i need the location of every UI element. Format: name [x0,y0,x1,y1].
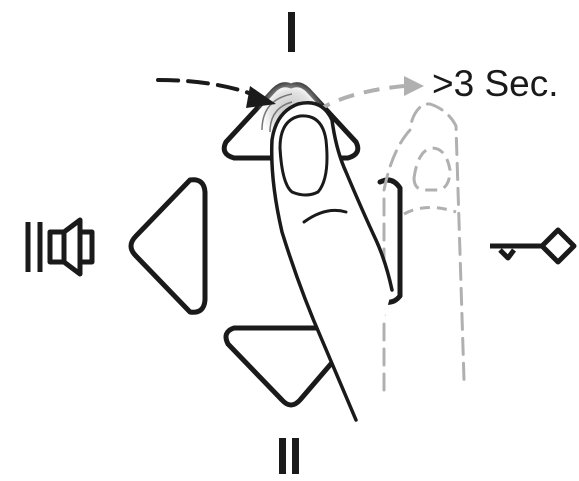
left-arrow-button[interactable] [131,180,205,313]
hold-duration-label: >3 Sec. [432,62,559,106]
hold-arrow-head [404,76,424,96]
marker-top-I [288,12,295,52]
ghost-finger-crease [404,207,456,214]
ghost-finger-nail [414,148,450,190]
hold-arrow-grey [316,86,404,112]
motion-arrow-dashed [158,80,252,94]
ghost-finger-outline [384,104,464,390]
speaker-volume-icon [28,220,92,274]
key-lock-icon [490,230,574,262]
finger-nail [280,116,327,195]
marker-bottom-II [279,438,299,474]
